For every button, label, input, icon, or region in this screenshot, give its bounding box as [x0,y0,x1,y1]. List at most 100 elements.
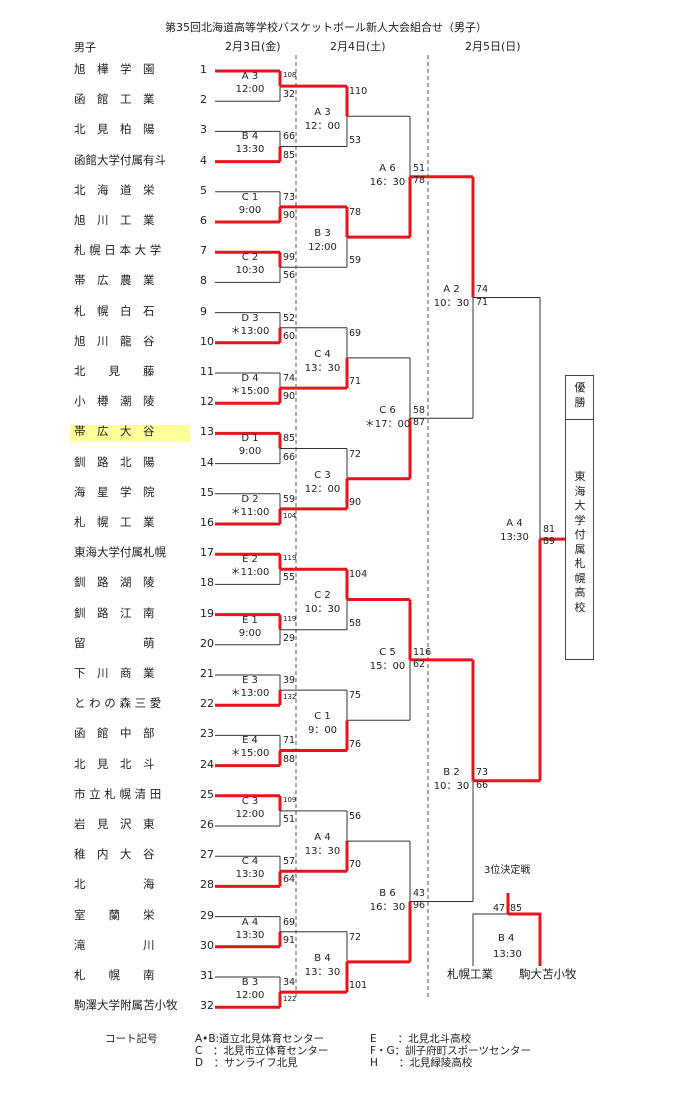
r2-time: 9：00 [307,725,338,737]
r1-score: 85 [283,149,296,161]
r1-court: C 1 [241,191,259,203]
r2-time: 13：30 [304,845,341,857]
r1-score: 55 [283,572,296,584]
team-highlight [70,425,190,442]
team-seed: 16 [200,516,214,529]
r2-time: 12:00 [308,241,337,253]
r1-score: 119 [283,554,297,563]
r1-score: 85 [283,433,296,445]
champion-label: 優勝 [574,381,586,409]
r2-score: 69 [349,327,362,339]
legend-entry: F・G：訓子府町スポーツセンター [370,1045,531,1057]
r2-time: 12：00 [304,483,341,495]
r2-time: 12：00 [304,121,341,133]
r3-score: 62 [413,658,426,670]
team-seed: 21 [200,667,214,680]
r1-court: E 2 [242,554,258,566]
r1-score: 88 [283,753,296,765]
team-seed: 28 [200,878,214,892]
r1-score: 73 [283,191,296,203]
r2-score: 58 [349,617,362,629]
r1-score: 109 [283,795,297,804]
final-time: 13:30 [500,532,529,544]
sf-court: B 2 [443,766,460,778]
legend-entry: C ：北見市立体育センター [195,1045,329,1057]
r2-score: 75 [349,690,362,702]
r3-court: B 6 [379,888,396,900]
r1-time: 12:00 [235,84,265,95]
team-name: 旭 川 龍 谷 [74,333,155,348]
r1-time: ＊13:00 [230,325,270,337]
team-name: 室 蘭 栄 [74,907,155,922]
date-day2: 2月4日(土) [330,40,386,53]
legend-entry: E ：北見北斗高校 [370,1033,472,1045]
r1-score: 64 [283,874,296,886]
team-seed: 25 [200,787,214,801]
team-name: 市 立 札 幌 清 田 [74,786,162,801]
team-seed: 15 [200,485,214,499]
r1-score: 69 [283,916,296,928]
r1-time: 13:30 [235,144,265,156]
team-name: 釧 路 湖 陵 [74,575,155,590]
r3-court: A 6 [379,163,396,175]
r1-score: 32 [283,89,296,101]
r1-score: 104 [283,512,297,520]
team-name: 帯 広 大 谷 [74,424,155,439]
r1-court: B 4 [241,131,259,143]
sf-score: 74 [476,283,489,295]
r3-court: C 6 [379,404,396,416]
team-name: 帯 広 農 業 [74,273,155,288]
r1-court: D 4 [241,373,259,384]
team-name: 旭 樺 学 園 [74,62,155,76]
sf-time: 10：30 [433,297,470,309]
team-seed: 10 [200,334,214,348]
team-name: 釧 路 北 陽 [74,454,155,469]
team-name: 留 萌 [74,635,155,650]
r1-score: 122 [283,995,297,1004]
final-score: 81 [543,524,556,536]
r2-time: 10：30 [304,604,341,616]
third-place-label: 3位決定戦 [484,865,531,876]
team-seed: 4 [200,153,207,167]
team-name: 北 見 藤 [74,364,155,378]
r1-court: D 2 [241,493,259,505]
r1-time: 9:00 [238,204,262,216]
final-court: A 4 [506,518,523,530]
r1-time: ＊15:00 [230,748,270,760]
sf-time: 10：30 [433,780,470,792]
r1-score: 52 [283,312,296,324]
third-place-court: B 4 [498,933,515,944]
r1-court: C 4 [241,856,259,868]
team-name: 東海大学付属札幌 [74,545,166,560]
third-place-time: 13:30 [493,949,522,960]
third-place-team-1: 札幌工業 [447,967,493,981]
r1-score: 51 [283,814,296,825]
r1-score: 74 [283,373,296,384]
r1-time: ＊11:00 [230,506,270,518]
team-seed: 5 [200,183,207,197]
team-name: 札 幌 日 本 大 学 [74,243,162,258]
r2-court: B 3 [314,227,331,239]
r1-time: 13:30 [235,869,265,881]
team-name: 函 館 中 部 [74,726,155,741]
r3-score: 87 [413,416,426,428]
team-seed: 32 [200,999,214,1013]
r3-time: 15：00 [369,660,406,672]
team-seed: 24 [200,757,214,771]
team-seed: 30 [200,938,214,952]
team-seed: 29 [200,908,214,922]
r1-time: ＊15:00 [230,386,270,397]
r1-court: C 2 [241,252,259,264]
team-name: と わ の 森 三 愛 [74,696,162,711]
team-seed: 22 [200,697,214,711]
r2-score: 72 [349,448,362,460]
r2-score: 70 [349,859,362,871]
r1-court: D 3 [241,312,259,324]
team-name: 稚 内 大 谷 [74,847,155,862]
legend-entry: H ：北見緑陵高校 [370,1057,473,1069]
r1-score: 119 [283,614,297,623]
date-day1: 2月3日(金) [225,40,281,53]
r1-court: D 1 [241,433,259,445]
team-seed: 12 [200,395,214,409]
